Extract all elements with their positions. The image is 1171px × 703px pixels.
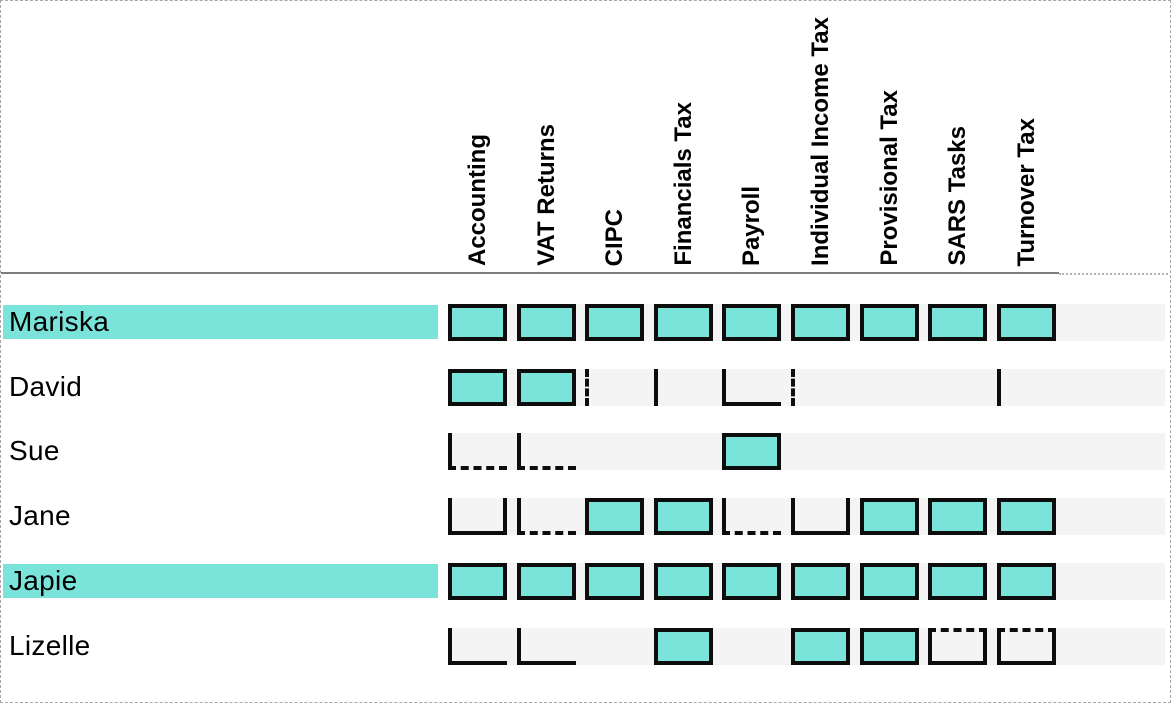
cell-david-financials-tax[interactable]: [654, 369, 713, 406]
cell-mariska-provisional-tax[interactable]: [860, 304, 919, 341]
cell-david-provisional-tax[interactable]: [860, 369, 919, 406]
cell-mariska-individual-income-tax[interactable]: [791, 304, 850, 341]
cell-david-cipc[interactable]: [585, 369, 644, 406]
cell-mariska-accounting[interactable]: [448, 304, 507, 341]
cell-mariska-turnover-tax[interactable]: [997, 304, 1056, 341]
column-header-label: Payroll: [737, 185, 765, 266]
header-separator-dotted-extension: [1059, 273, 1170, 275]
row-label-text: Lizelle: [9, 630, 91, 661]
cell-japie-individual-income-tax[interactable]: [791, 563, 850, 600]
cell-lizelle-turnover-tax[interactable]: [997, 628, 1056, 665]
cell-mariska-financials-tax[interactable]: [654, 304, 713, 341]
column-header-label: CIPC: [600, 208, 628, 266]
cell-sue-turnover-tax[interactable]: [997, 433, 1056, 470]
row-label-stripe-japie[interactable]: Japie: [3, 564, 438, 598]
cell-jane-financials-tax[interactable]: [654, 498, 713, 535]
cell-jane-sars-tasks[interactable]: [928, 498, 987, 535]
cell-mariska-sars-tasks[interactable]: [928, 304, 987, 341]
column-header-payroll: Payroll: [722, 186, 781, 266]
row-label-stripe-jane[interactable]: Jane: [3, 499, 438, 533]
column-header-vat-returns: VAT Returns: [517, 124, 576, 266]
column-header-label: VAT Returns: [532, 124, 560, 266]
row-label-text: Jane: [9, 500, 71, 531]
row-label-text: Japie: [9, 565, 78, 596]
cell-jane-vat-returns[interactable]: [517, 498, 576, 535]
cell-jane-provisional-tax[interactable]: [860, 498, 919, 535]
cell-david-payroll[interactable]: [722, 369, 781, 406]
column-header-financials-tax: Financials Tax: [654, 102, 713, 266]
cell-david-sars-tasks[interactable]: [928, 369, 987, 406]
cell-sue-individual-income-tax[interactable]: [791, 433, 850, 470]
cell-japie-financials-tax[interactable]: [654, 563, 713, 600]
column-header-label: Turnover Tax: [1012, 117, 1040, 266]
row-band-sue: [448, 433, 1165, 470]
cell-japie-provisional-tax[interactable]: [860, 563, 919, 600]
column-header-provisional-tax: Provisional Tax: [860, 90, 919, 266]
cell-jane-payroll[interactable]: [722, 498, 781, 535]
column-header-sars-tasks: SARS Tasks: [928, 126, 987, 266]
column-header-label: SARS Tasks: [943, 126, 971, 266]
cell-sue-vat-returns[interactable]: [517, 433, 576, 470]
cell-lizelle-accounting[interactable]: [448, 628, 507, 665]
cell-lizelle-payroll[interactable]: [722, 628, 781, 665]
cell-japie-accounting[interactable]: [448, 563, 507, 600]
cell-sue-provisional-tax[interactable]: [860, 433, 919, 470]
cell-david-individual-income-tax[interactable]: [791, 369, 850, 406]
column-header-individual-income-tax: Individual Income Tax: [791, 17, 850, 266]
row-label-text: David: [9, 371, 83, 402]
column-header-cipc: CIPC: [585, 209, 644, 266]
cell-jane-accounting[interactable]: [448, 498, 507, 535]
cell-jane-turnover-tax[interactable]: [997, 498, 1056, 535]
column-header-turnover-tax: Turnover Tax: [997, 118, 1056, 266]
cell-japie-payroll[interactable]: [722, 563, 781, 600]
cell-mariska-vat-returns[interactable]: [517, 304, 576, 341]
cell-sue-financials-tax[interactable]: [654, 433, 713, 470]
column-header-label: Financials Tax: [669, 102, 697, 266]
cell-sue-payroll[interactable]: [722, 433, 781, 470]
header-separator-line: [1, 272, 1059, 274]
cell-sue-sars-tasks[interactable]: [928, 433, 987, 470]
cell-lizelle-vat-returns[interactable]: [517, 628, 576, 665]
cell-david-turnover-tax[interactable]: [997, 369, 1056, 406]
cell-david-vat-returns[interactable]: [517, 369, 576, 406]
cell-mariska-payroll[interactable]: [722, 304, 781, 341]
row-label-stripe-mariska[interactable]: Mariska: [3, 305, 438, 339]
cell-lizelle-cipc[interactable]: [585, 628, 644, 665]
cell-lizelle-sars-tasks[interactable]: [928, 628, 987, 665]
column-header-label: Provisional Tax: [875, 90, 903, 266]
cell-jane-cipc[interactable]: [585, 498, 644, 535]
cell-jane-individual-income-tax[interactable]: [791, 498, 850, 535]
row-label-stripe-lizelle[interactable]: Lizelle: [3, 629, 438, 663]
cell-david-accounting[interactable]: [448, 369, 507, 406]
row-label-text: Sue: [9, 435, 60, 466]
cell-japie-sars-tasks[interactable]: [928, 563, 987, 600]
cell-japie-cipc[interactable]: [585, 563, 644, 600]
cell-mariska-cipc[interactable]: [585, 304, 644, 341]
cell-lizelle-provisional-tax[interactable]: [860, 628, 919, 665]
row-label-stripe-sue[interactable]: Sue: [3, 434, 438, 468]
row-label-stripe-david[interactable]: David: [3, 370, 438, 404]
cell-sue-cipc[interactable]: [585, 433, 644, 470]
cell-lizelle-individual-income-tax[interactable]: [791, 628, 850, 665]
column-header-label: Individual Income Tax: [806, 17, 834, 266]
row-label-text: Mariska: [9, 306, 110, 337]
cell-lizelle-financials-tax[interactable]: [654, 628, 713, 665]
column-header-label: Accounting: [463, 134, 491, 266]
cell-japie-turnover-tax[interactable]: [997, 563, 1056, 600]
column-header-accounting: Accounting: [448, 134, 507, 266]
cell-sue-accounting[interactable]: [448, 433, 507, 470]
cell-japie-vat-returns[interactable]: [517, 563, 576, 600]
